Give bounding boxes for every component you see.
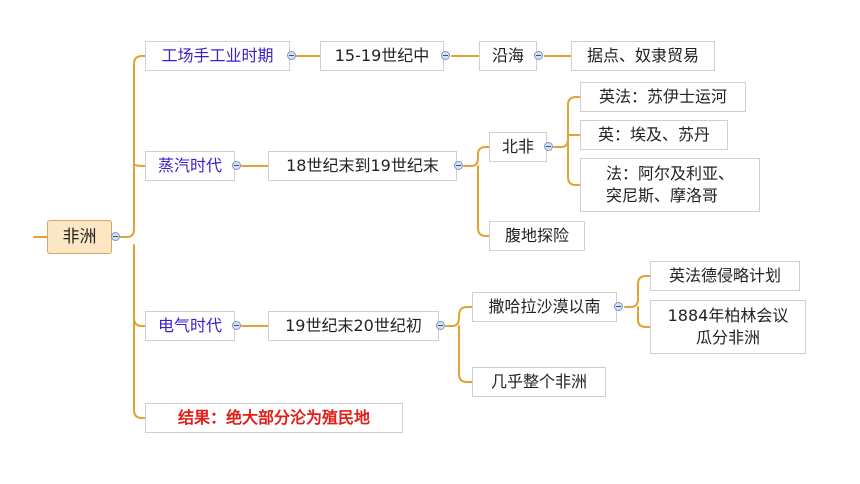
root-node-label: 非洲 — [62, 227, 97, 247]
period-node-label: 18世纪末到19世纪末 — [286, 156, 439, 175]
region-node-label: 沿海 — [491, 46, 524, 65]
region-node-north-africa[interactable]: 北非 — [489, 132, 547, 162]
region-node-label: 撒哈拉沙漠以南 — [488, 297, 601, 316]
period-node-1[interactable]: 15-19世纪中 — [320, 41, 444, 71]
period-node-2[interactable]: 18世纪末到19世纪末 — [268, 151, 457, 181]
detail-node-suez[interactable]: 英法：苏伊士运河 — [580, 82, 746, 112]
era-node-manufacturing[interactable]: 工场手工业时期 — [145, 41, 290, 71]
era-node-label: 工场手工业时期 — [161, 46, 274, 65]
root-node[interactable]: 非洲 — [47, 220, 112, 254]
region-node-label: 腹地探险 — [504, 226, 569, 245]
period-node-label: 19世纪末20世纪初 — [285, 316, 422, 335]
detail-node-label: 英法德侵略计划 — [668, 266, 781, 285]
result-node[interactable]: 结果：绝大部分沦为殖民地 — [145, 403, 403, 433]
detail-node-egypt-sudan[interactable]: 英：埃及、苏丹 — [580, 120, 728, 150]
detail-node-label: 据点、奴隶贸易 — [586, 46, 699, 65]
connector-era3-details — [624, 275, 651, 328]
collapse-icon[interactable] — [544, 142, 553, 151]
collapse-icon[interactable] — [534, 51, 543, 60]
collapse-icon[interactable] — [287, 51, 296, 60]
region-node-coast[interactable]: 沿海 — [479, 41, 537, 71]
era-node-label: 电气时代 — [157, 316, 222, 335]
collapse-icon[interactable] — [436, 321, 445, 330]
connector-era2-regions — [463, 146, 490, 237]
connector-era2-details — [553, 96, 581, 186]
region-node-label: 北非 — [501, 137, 534, 156]
era-node-steam[interactable]: 蒸汽时代 — [145, 151, 235, 181]
collapse-icon[interactable] — [614, 302, 623, 311]
detail-node-berlin-conference[interactable]: 1884年柏林会议 瓜分非洲 — [650, 300, 806, 354]
detail-node-stronghold[interactable]: 据点、奴隶贸易 — [571, 41, 715, 71]
detail-node-invasion-plan[interactable]: 英法德侵略计划 — [650, 261, 800, 291]
detail-node-label: 法：阿尔及利亚、 突尼斯、摩洛哥 — [605, 164, 734, 205]
region-node-label: 几乎整个非洲 — [490, 372, 587, 391]
region-node-nearly-all[interactable]: 几乎整个非洲 — [472, 367, 606, 397]
era-node-electric[interactable]: 电气时代 — [145, 311, 235, 341]
result-node-label: 结果：绝大部分沦为殖民地 — [177, 408, 370, 427]
detail-node-label: 英法：苏伊士运河 — [598, 87, 727, 106]
detail-node-label: 1884年柏林会议 瓜分非洲 — [667, 306, 789, 347]
collapse-icon[interactable] — [232, 161, 241, 170]
region-node-sub-sahara[interactable]: 撒哈拉沙漠以南 — [472, 292, 617, 322]
period-node-3[interactable]: 19世纪末20世纪初 — [268, 311, 439, 341]
connector-root-to-eras — [116, 55, 146, 419]
collapse-icon[interactable] — [454, 161, 463, 170]
collapse-icon[interactable] — [441, 51, 450, 60]
detail-node-label: 英：埃及、苏丹 — [597, 125, 710, 144]
period-node-label: 15-19世纪中 — [334, 46, 430, 65]
collapse-icon[interactable] — [232, 321, 241, 330]
connector-era3-regions — [445, 306, 473, 383]
detail-node-maghreb[interactable]: 法：阿尔及利亚、 突尼斯、摩洛哥 — [580, 158, 760, 212]
collapse-icon[interactable] — [111, 232, 120, 241]
region-node-interior[interactable]: 腹地探险 — [489, 221, 585, 251]
era-node-label: 蒸汽时代 — [157, 156, 222, 175]
